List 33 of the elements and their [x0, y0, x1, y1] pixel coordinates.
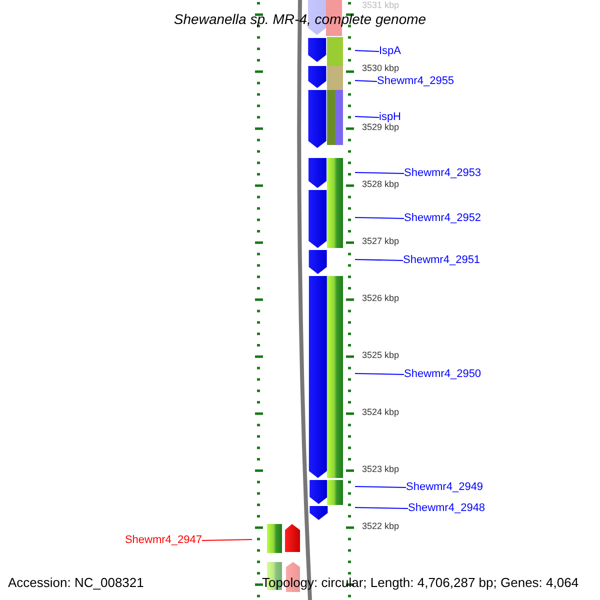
scale-label: 3526 kbp	[362, 294, 400, 303]
gene-label: IspA	[379, 46, 402, 57]
title: Shewanella sp. MR-4, complete genome	[172, 12, 428, 26]
scale-label: 3525 kbp	[362, 351, 400, 360]
gene-label: Shewmr4_2955	[377, 76, 454, 87]
leader-line	[354, 116, 380, 118]
gene-label: Shewmr4_2950	[404, 369, 482, 380]
gene-label: Shewmr4_2948	[408, 503, 486, 514]
leader-line	[354, 172, 404, 174]
gene-label: ispH	[379, 112, 402, 123]
leader-line	[354, 486, 406, 488]
gene-label: Shewmr4_2947	[124, 535, 202, 546]
gene-label: Shewmr4_2951	[403, 255, 480, 266]
gene-label: Shewmr4_2953	[404, 168, 482, 179]
scale-label: 3523 kbp	[362, 465, 400, 474]
gene-label: Shewmr4_2952	[404, 213, 482, 224]
leader-line	[202, 539, 252, 541]
leader-line	[354, 259, 404, 261]
scale-label: 3528 kbp	[362, 180, 400, 189]
scale-label: 3529 kbp	[362, 123, 400, 132]
leader-line	[354, 50, 380, 52]
scale-label: 3530 kbp	[362, 64, 400, 73]
gene-label: Shewmr4_2949	[406, 482, 484, 493]
leader-line	[354, 80, 378, 82]
leader-line	[354, 373, 404, 375]
scale-label: 3531 kbp	[362, 1, 400, 10]
accession-text: Accession: NC_008321	[8, 576, 144, 589]
leader-line	[354, 217, 404, 219]
scale-label: 3527 kbp	[362, 237, 400, 246]
scale-label: 3524 kbp	[362, 408, 400, 417]
scale-label: 3522 kbp	[362, 522, 400, 531]
leader-line	[354, 507, 408, 509]
genome-info-text: Topology: circular; Length: 4,706,287 bp; Genes: 4,064	[262, 576, 579, 589]
